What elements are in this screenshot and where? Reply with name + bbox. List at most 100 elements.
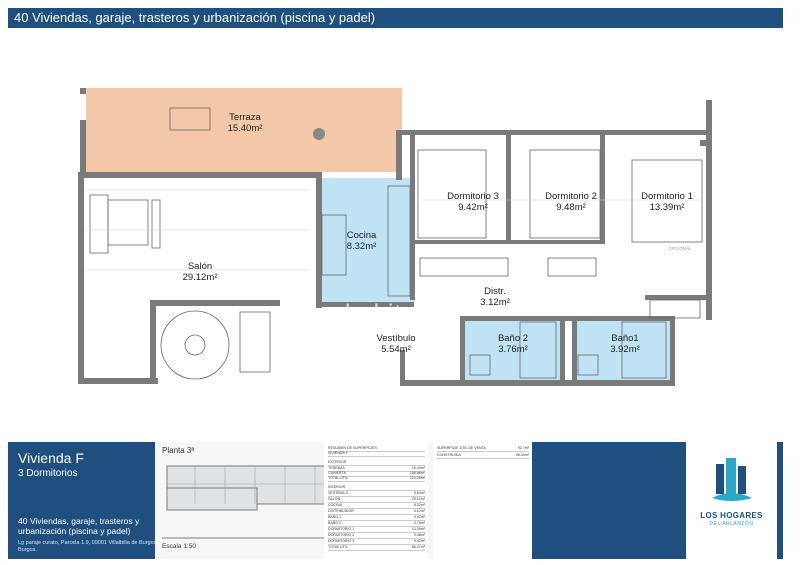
room-label-bano-2: Baño 2 3.76m² bbox=[488, 333, 538, 355]
row-label: COCINA bbox=[328, 503, 342, 507]
room-label-bano-1: Baño1 3.92m² bbox=[600, 333, 650, 355]
kitchen-area bbox=[322, 178, 414, 304]
row-label: VESTÍBULO bbox=[328, 491, 349, 495]
room-area: 8.32m² bbox=[346, 241, 377, 252]
row-value: 98.00m² bbox=[515, 453, 529, 457]
brand-subtitle: DEL ARLANZÓN bbox=[709, 521, 754, 527]
room-label-dormitorio-1: Dormitorio 1 13.39m² bbox=[632, 191, 702, 213]
terrace-table-icon bbox=[313, 128, 325, 140]
floor-lines bbox=[86, 189, 700, 271]
row-value: 3.92m² bbox=[413, 515, 425, 519]
room-area: 3.92m² bbox=[610, 344, 640, 355]
room-name: Cocina bbox=[346, 230, 377, 241]
table-row: SALÓN 29.12m² bbox=[328, 497, 425, 503]
row-value: 5.54m² bbox=[413, 491, 425, 495]
row-label: TOTAL ÚTIL bbox=[328, 476, 348, 480]
room-label-dormitorio-3: Dormitorio 3 9.42m² bbox=[438, 191, 508, 213]
row-label: SALÓN bbox=[328, 497, 341, 501]
bathroom-1-area bbox=[575, 318, 670, 380]
table-row: BAÑO 1 3.92m² bbox=[328, 515, 425, 521]
room-area: 9.42m² bbox=[458, 202, 488, 213]
room-name: Dormitorio 3 bbox=[447, 191, 499, 202]
room-name: Dormitorio 2 bbox=[545, 191, 597, 202]
room-name: Salón bbox=[187, 261, 213, 272]
row-label: TERRAZA bbox=[328, 466, 345, 470]
row-value: 9.48m² bbox=[413, 533, 425, 537]
room-name: Distr. bbox=[484, 286, 506, 297]
row-label: DORMITORIO 2 bbox=[328, 533, 355, 537]
room-name: Terraza bbox=[229, 112, 261, 123]
room-label-dormitorio-2: Dormitorio 2 9.48m² bbox=[536, 191, 606, 213]
room-area: 15.40m² bbox=[227, 123, 263, 134]
room-area: 3.12m² bbox=[480, 297, 510, 308]
row-value: 3.76m² bbox=[413, 521, 425, 525]
row-label: CONSTRUIDA bbox=[437, 453, 461, 457]
table-row: DORMITORIO 3 9.42m² bbox=[328, 539, 425, 545]
row-label: SUPERFICIE ÚTIL DE VENTA bbox=[437, 446, 486, 450]
row-value: 9.42m² bbox=[413, 539, 425, 543]
interior-label: INTERIOR bbox=[328, 485, 346, 489]
opcional-label: OPCIONAL bbox=[668, 246, 692, 251]
row-value: 92.7m² bbox=[517, 446, 529, 450]
table-row: DORMITORIO 2 9.48m² bbox=[328, 533, 425, 539]
brand-logo: LOS HOGARES DEL ARLANZÓN bbox=[686, 442, 777, 559]
floor-plan-drawing bbox=[78, 88, 712, 386]
room-name: Vestíbulo bbox=[376, 333, 416, 344]
interior-header: INTERIOR bbox=[328, 485, 425, 491]
table-row: VESTÍBULO 5.54m² bbox=[328, 491, 425, 497]
room-name: Baño1 bbox=[611, 333, 639, 344]
row-label: CUBIERTA bbox=[328, 471, 346, 475]
table-row: BAÑO 2 3.76m² bbox=[328, 521, 425, 527]
exterior-label: EXTERIOR bbox=[328, 460, 347, 464]
project-description: 40 Viviendas, garaje, trasteros y urbani… bbox=[18, 516, 140, 536]
row-label: TOTAL ÚTIL bbox=[328, 545, 348, 549]
floor-plan: Terraza 15.40m² Salón 29.12m² Cocina 8.3… bbox=[0, 30, 800, 440]
row-label: BAÑO 2 bbox=[328, 521, 342, 525]
row-value: 29.12m² bbox=[411, 497, 425, 501]
escala-label: Escala 1:50 bbox=[162, 543, 196, 550]
page-title: 40 Viviendas, garaje, trasteros y urbani… bbox=[8, 8, 783, 28]
table-subtitle-text: VIVIENDA F bbox=[328, 451, 348, 455]
room-area: 13.39m² bbox=[649, 202, 685, 213]
room-label-distr: Distr. 3.12m² bbox=[470, 286, 520, 308]
bathroom-2-area bbox=[465, 318, 560, 380]
room-name: Baño 2 bbox=[497, 333, 529, 344]
room-label-salon: Salón 29.12m² bbox=[170, 261, 230, 283]
table-title: RESUMEN DE SUPERFICIES bbox=[328, 446, 425, 452]
project-address: Lg paraje curato, Parcela 1.9, 09001 Vil… bbox=[18, 540, 158, 553]
walls bbox=[78, 88, 712, 386]
room-area: 3.76m² bbox=[498, 344, 528, 355]
table-row: DISTRIBUIDOR 3.12m² bbox=[328, 509, 425, 515]
table-title-text: RESUMEN DE SUPERFICIES bbox=[328, 446, 377, 450]
table-row: SUPERFICIE ÚTIL DE VENTA 92.7m² bbox=[437, 446, 529, 452]
row-label: BAÑO 1 bbox=[328, 515, 342, 519]
watermark: habitaclia bbox=[345, 300, 457, 327]
row-value: 13.39m² bbox=[411, 527, 425, 531]
room-label-vestibulo: Vestíbulo 5.54m² bbox=[366, 333, 426, 355]
info-panel: Vivienda F 3 Dormitorios 40 Viviendas, g… bbox=[8, 442, 783, 559]
room-label-terraza: Terraza 15.40m² bbox=[210, 112, 280, 134]
terrace-area bbox=[86, 88, 402, 172]
furniture bbox=[89, 107, 703, 380]
surface-table: SUPERFICIE ÚTIL DE VENTA 92.7m² CONSTRUID… bbox=[433, 442, 532, 559]
room-name: Dormitorio 1 bbox=[641, 191, 693, 202]
row-value: 122.28m² bbox=[409, 476, 425, 480]
row-value: 106.88m² bbox=[409, 471, 425, 475]
row-value: 3.12m² bbox=[413, 509, 425, 513]
table-row: TOTAL ÚTIL 122.28m² bbox=[328, 476, 425, 482]
building-icon bbox=[712, 458, 752, 501]
row-label: DORMITORIO 1 bbox=[328, 527, 355, 531]
row-label: DORMITORIO 3 bbox=[328, 539, 355, 543]
summary-table: RESUMEN DE SUPERFICIES VIVIENDA F EXTERI… bbox=[324, 442, 428, 559]
brand-name: LOS HOGARES bbox=[700, 511, 763, 520]
dormitorios-count: 3 Dormitorios bbox=[18, 468, 78, 479]
planta-label: Planta 3ª bbox=[162, 446, 195, 455]
room-area: 5.54m² bbox=[381, 344, 411, 355]
row-label: DISTRIBUIDOR bbox=[328, 509, 354, 513]
table-row: CONSTRUIDA 98.00m² bbox=[437, 453, 529, 459]
exterior-header: EXTERIOR bbox=[328, 460, 425, 466]
room-area: 29.12m² bbox=[182, 272, 218, 283]
